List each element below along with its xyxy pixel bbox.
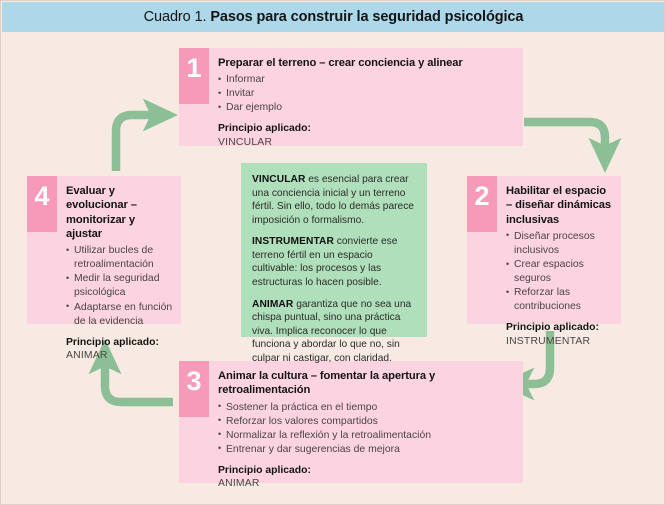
principle-value: ANIMAR [66,350,108,362]
step-number-3: 3 [179,361,209,417]
principle-paragraph-instrumentar: INSTRUMENTAR convierte ese terreno férti… [252,235,416,289]
principle-label: Principio aplicado: [506,322,599,334]
step-principle-1: Principio aplicado: VINCULAR [218,122,515,150]
principle-paragraph-vincular: VINCULAR es esencial para crear una conc… [252,173,416,227]
arrow-step4-to-step1 [111,98,178,171]
step-body-4: Evaluar y evolucionar – monitorizar y aj… [57,176,181,361]
step-title-1: Preparar el terreno – crear conciencia y… [218,57,463,69]
principle-paragraph-animar: ANIMAR garantiza que no sea una chispa p… [252,298,416,366]
step-card-1: 1 Preparar el terreno – crear conciencia… [179,48,523,148]
list-item: Reforzar los valores compartidos [218,414,515,429]
figure-number-label: Cuadro 1. [143,9,207,25]
step-bullets-1: Informar Invitar Dar ejemplo [218,73,515,115]
step-title-2: Habilitar el espacio – diseñar dinámicas… [506,185,612,226]
step-bullets-2: Diseñar procesos inclusivos Crear espaci… [506,229,613,314]
step-bullets-3: Sostener la práctica en el tiempo Reforz… [218,400,515,457]
arrow-step1-to-step2 [524,117,622,173]
principle-text: convierte ese terreno fértil en un espac… [252,236,398,288]
list-item: Normalizar la reflexión y la retroalimen… [218,428,515,443]
principle-label: Principio aplicado: [218,464,311,476]
step-principle-2: Principio aplicado: INSTRUMENTAR [506,321,613,349]
list-item: Adaptarse en función de la evidencia [66,300,173,329]
list-item: Entrenar y dar sugerencias de mejora [218,442,515,457]
principle-text: garantiza que no sea una chispa puntual,… [252,298,412,364]
step-principle-3: Principio aplicado: ANIMAR [218,464,515,492]
principle-text: es esencial para crear una conciencia in… [252,174,414,226]
principle-term: VINCULAR [252,174,306,185]
list-item: Invitar [218,87,515,101]
list-item: Dar ejemplo [218,101,515,115]
principle-value: VINCULAR [218,136,273,148]
step-card-4: 4 Evaluar y evolucionar – monitorizar y … [27,176,181,361]
list-item: Reforzar las contribuciones [506,286,613,314]
step-body-2: Habilitar el espacio – diseñar dinámicas… [497,176,621,347]
page-title: Pasos para construir la seguridad psicol… [210,9,524,25]
list-item: Diseñar procesos inclusivos [506,229,613,258]
list-item: Medir la seguridad psicológica [66,272,173,300]
principle-label: Principio aplicado: [66,336,159,348]
figure-header-text: Cuadro 1. Pasos para construir la seguri… [144,9,524,25]
principles-panel: VINCULAR es esencial para crear una conc… [241,163,427,364]
step-card-2: 2 Habilitar el espacio – diseñar dinámic… [467,176,621,347]
principle-value: INSTRUMENTAR [506,335,591,347]
list-item: Sostener la práctica en el tiempo [218,400,515,415]
figure-header: Cuadro 1. Pasos para construir la seguri… [2,2,664,32]
list-item: Crear espacios seguros [506,258,613,286]
principle-label: Principio aplicado: [218,123,311,135]
principle-value: ANIMAR [218,478,260,490]
list-item: Utilizar bucles de retroalimentación [66,244,173,272]
step-title-4: Evaluar y evolucionar – monitorizar y aj… [66,185,137,240]
step-body-1: Preparar el terreno – crear conciencia y… [209,48,523,148]
step-body-3: Animar la cultura – fomentar la apertura… [209,361,523,489]
step-bullets-4: Utilizar bucles de retroalimentación Med… [66,244,173,328]
step-number-2: 2 [467,176,497,232]
step-number-4: 4 [27,176,57,232]
step-card-3: 3 Animar la cultura – fomentar la apertu… [179,361,523,489]
principle-term: ANIMAR [252,298,294,310]
list-item: Informar [218,73,515,87]
step-number-1: 1 [179,48,209,104]
step-principle-4: Principio aplicado: ANIMAR [66,336,173,364]
principle-term: INSTRUMENTAR [252,236,334,248]
step-title-3: Animar la cultura – fomentar la apertura… [218,370,436,397]
